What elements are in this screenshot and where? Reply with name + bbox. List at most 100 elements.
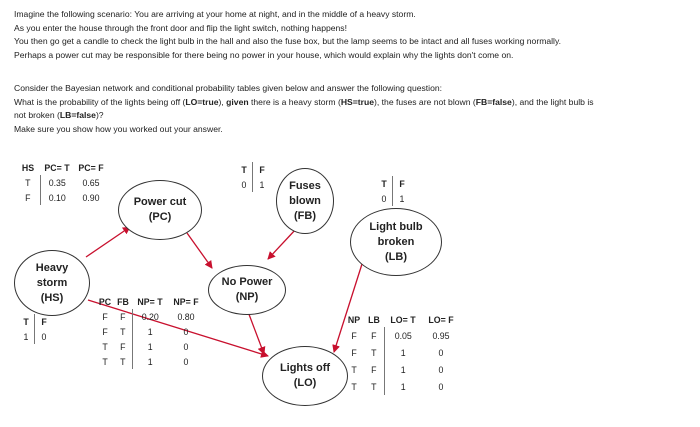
table-row: 1 0 [18, 329, 53, 344]
table-cell: 1 [400, 347, 406, 358]
table-cell: 1 [400, 381, 406, 392]
table-header: PC= F [78, 162, 104, 173]
table-cell: F [114, 339, 133, 354]
table-row: F F 0.05 0.95 [344, 327, 460, 344]
node-label: Fuses [289, 179, 321, 192]
table-row: T T 1 0 [96, 354, 204, 369]
table-row: T 0.35 0.65 [16, 175, 108, 190]
table-row: F T 1 0 [344, 344, 460, 361]
table-cell: 0 [438, 381, 444, 392]
table-header: F [399, 178, 405, 189]
table-header: T [18, 314, 35, 329]
table-header: PC= T [44, 162, 70, 173]
table-cell: T [16, 175, 41, 190]
node-label: (FB) [294, 209, 316, 222]
table-header: LB [368, 314, 380, 325]
table-cell: 0.80 [177, 311, 195, 322]
node-label: Lights off [279, 362, 331, 374]
table-header: HS [21, 162, 35, 173]
table-cell: 0.10 [48, 192, 66, 203]
cpt-no-power: PC FB NP= T NP= F F F 0.20 0.80 F T 1 0 … [96, 294, 204, 369]
edge-pc-np [186, 232, 213, 269]
question-line: Make sure you show how you worked out yo… [14, 123, 223, 134]
table-cell: F [16, 190, 41, 205]
scenario-paragraph: Imagine the following scenario: You are … [14, 8, 694, 62]
node-label: Heavy [35, 261, 69, 274]
table-cell: F [364, 361, 385, 378]
table-header: PC [98, 296, 112, 307]
table-header: NP= F [173, 296, 199, 307]
edge-lb-lo [332, 263, 363, 353]
node-label: (HS) [40, 291, 64, 304]
table-cell: 0 [438, 364, 444, 375]
table-cell: 1 [147, 356, 153, 367]
cpt-heavy-storm: T F 1 0 [18, 314, 53, 344]
table-cell: 0 [183, 326, 189, 337]
table-cell: 0 [376, 191, 393, 206]
table-cell: F [102, 311, 108, 322]
table-cell: 0 [41, 331, 47, 342]
table-header: NP= T [137, 296, 163, 307]
node-label: blown [289, 194, 321, 207]
node-label: broken [377, 235, 415, 248]
node-lights-off: Lights off (LO) [262, 346, 348, 406]
table-cell: 0 [236, 177, 253, 192]
table-cell: 1 [18, 329, 35, 344]
table-header: T [376, 176, 393, 191]
table-cell: T [351, 381, 357, 392]
table-row: F 0.10 0.90 [16, 190, 108, 205]
table-cell: F [114, 309, 133, 324]
table-cell: 1 [259, 179, 265, 190]
table-cell: T [102, 356, 108, 367]
table-cell: 0.65 [82, 177, 100, 188]
question-paragraph: Consider the Bayesian network and condit… [14, 82, 694, 136]
table-cell: 0 [438, 347, 444, 358]
table-cell: T [364, 344, 385, 361]
table-cell: 1 [399, 193, 405, 204]
node-light-bulb-broken: Light bulb broken (LB) [350, 208, 442, 276]
table-cell: 0.90 [82, 192, 100, 203]
table-header: F [41, 316, 47, 327]
scenario-line: Imagine the following scenario: You are … [14, 9, 416, 19]
node-label: No Power [221, 276, 273, 288]
question-line: not broken (LB=false)? [14, 110, 104, 121]
table-row: 0 1 [376, 191, 411, 206]
edge-hs-pc [85, 226, 131, 258]
edge-np-lo [246, 308, 266, 355]
node-label: (NP) [235, 291, 259, 303]
table-cell: 1 [400, 364, 406, 375]
table-header: F [259, 164, 265, 175]
table-cell: 1 [147, 326, 153, 337]
cpt-lights-off: NP LB LO= T LO= F F F 0.05 0.95 F T 1 0 … [344, 312, 460, 395]
question-line: Consider the Bayesian network and condit… [14, 83, 443, 93]
table-cell: T [114, 354, 133, 369]
node-fuses-blown: Fuses blown (FB) [276, 168, 334, 234]
edge-fb-np [267, 228, 297, 260]
table-cell: T [114, 324, 133, 339]
table-header: LO= T [390, 314, 416, 325]
table-cell: F [364, 327, 385, 344]
table-cell: F [351, 330, 357, 341]
table-header: T [236, 162, 253, 177]
table-header: FB [117, 296, 129, 307]
table-cell: 1 [147, 341, 153, 352]
node-label: storm [36, 276, 68, 289]
node-label: (PC) [148, 211, 172, 223]
table-cell: 0 [183, 356, 189, 367]
table-header: LO= F [428, 314, 454, 325]
table-row: F F 0.20 0.80 [96, 309, 204, 324]
scenario-line: Perhaps a power cut may be responsible f… [14, 49, 514, 60]
table-cell: 0 [183, 341, 189, 352]
table-row: 0 1 [236, 177, 271, 192]
table-header: NP [347, 314, 361, 325]
cpt-power-cut: HS PC= T PC= F T 0.35 0.65 F 0.10 0.90 [16, 160, 109, 205]
table-cell: T [102, 341, 108, 352]
node-power-cut: Power cut (PC) [118, 180, 202, 240]
table-cell: 0.20 [141, 311, 159, 322]
node-label: Light bulb [369, 220, 423, 233]
cpt-light-bulb: T F 0 1 [376, 176, 411, 206]
table-row: T F 1 0 [344, 361, 460, 378]
node-no-power: No Power (NP) [208, 265, 286, 315]
cpt-fuses-blown: T F 0 1 [236, 162, 271, 192]
